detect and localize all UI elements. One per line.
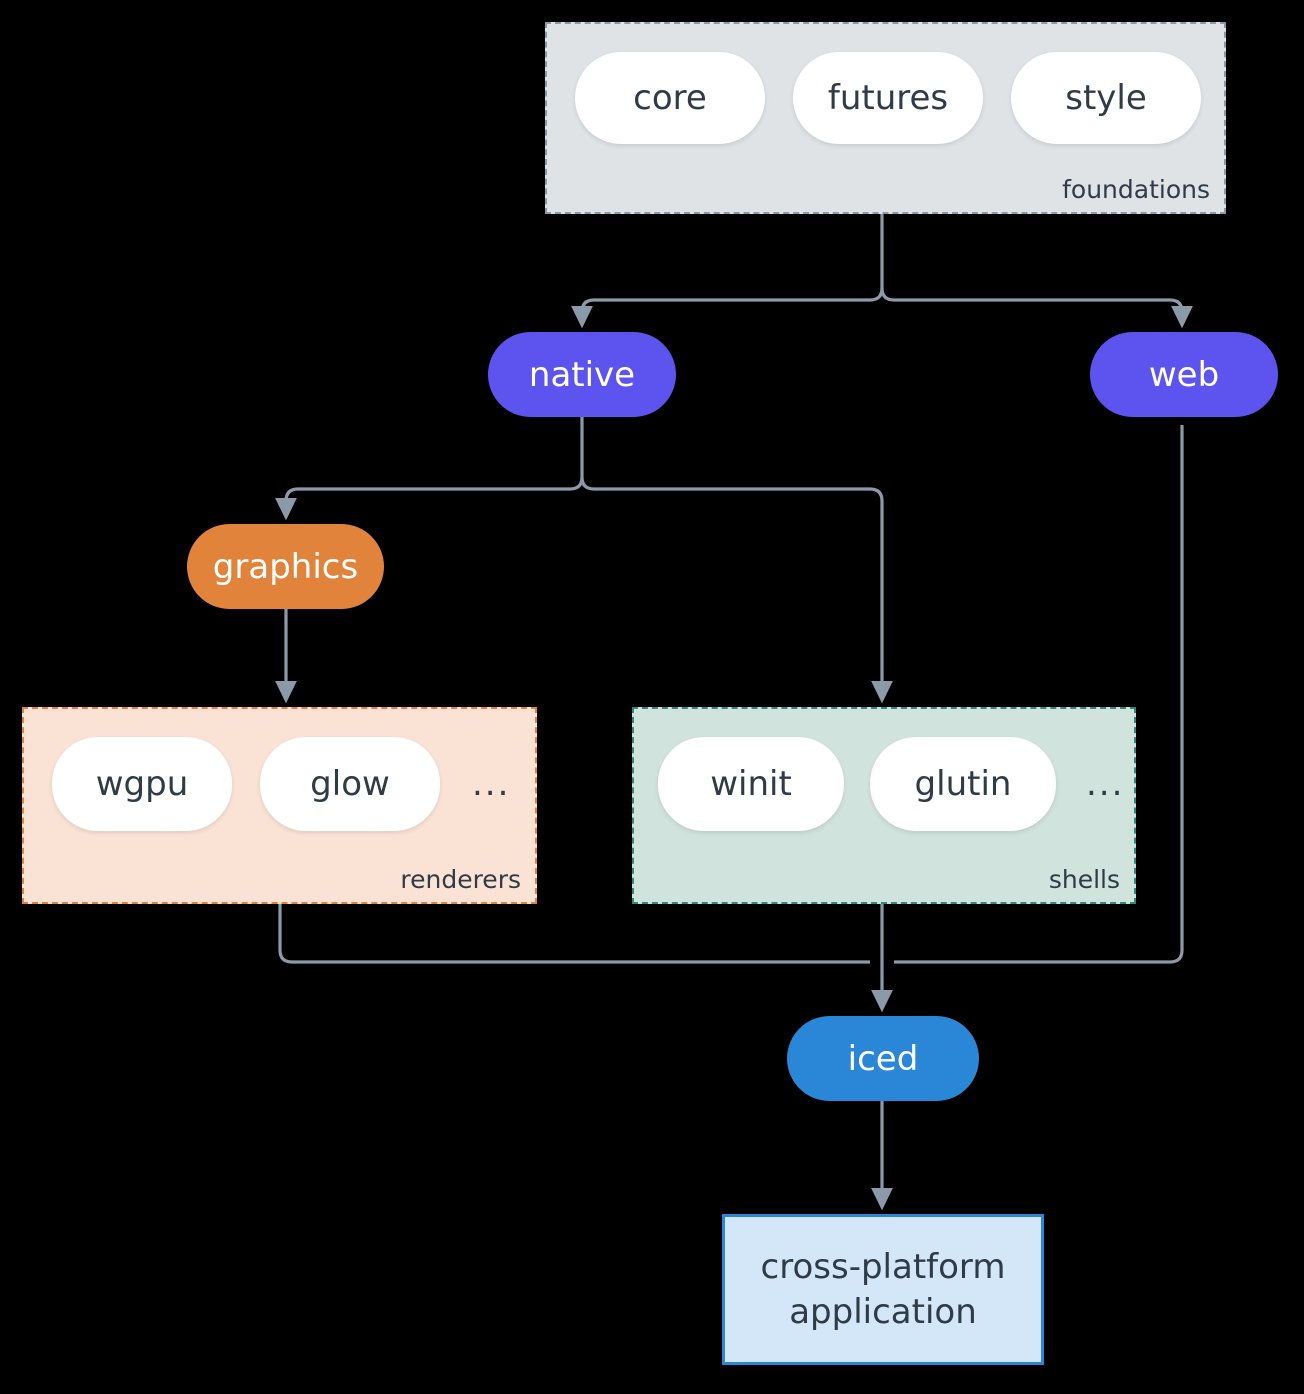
- group-label-renderers: renderers: [400, 865, 521, 894]
- edge-web-iced: [894, 425, 1184, 964]
- shells-member-row: winit glutin ...: [634, 737, 1134, 831]
- renderers-member-row: wgpu glow ...: [24, 737, 535, 831]
- edge-native-graphics: [275, 476, 584, 521]
- node-graphics[interactable]: graphics: [187, 524, 384, 609]
- application-label-line1: cross-platform: [760, 1246, 1006, 1287]
- node-glow[interactable]: glow: [260, 737, 440, 831]
- shells-ellipsis: ...: [1086, 764, 1125, 804]
- group-shells: winit glutin ... shells: [632, 707, 1136, 904]
- edge-foundations-web: [880, 287, 1193, 329]
- edge-native-shells: [580, 476, 893, 704]
- node-winit[interactable]: winit: [658, 737, 844, 831]
- node-cross-platform-application[interactable]: cross-platform application: [722, 1214, 1044, 1365]
- application-label-line2: application: [789, 1291, 977, 1332]
- edge-renderers-iced: [278, 904, 870, 964]
- group-label-foundations: foundations: [1062, 175, 1210, 204]
- node-futures[interactable]: futures: [793, 52, 983, 144]
- node-style[interactable]: style: [1011, 52, 1201, 144]
- group-renderers: wgpu glow ... renderers: [22, 707, 537, 904]
- foundations-member-row: core futures style: [547, 52, 1224, 144]
- node-native[interactable]: native: [488, 332, 676, 417]
- node-core[interactable]: core: [575, 52, 765, 144]
- renderers-ellipsis: ...: [472, 764, 511, 804]
- group-label-shells: shells: [1048, 865, 1120, 894]
- node-glutin[interactable]: glutin: [870, 737, 1056, 831]
- edge-foundations-native: [571, 287, 884, 329]
- group-foundations: core futures style foundations: [545, 22, 1226, 214]
- node-web[interactable]: web: [1090, 332, 1278, 417]
- node-wgpu[interactable]: wgpu: [52, 737, 232, 831]
- node-iced[interactable]: iced: [787, 1016, 979, 1101]
